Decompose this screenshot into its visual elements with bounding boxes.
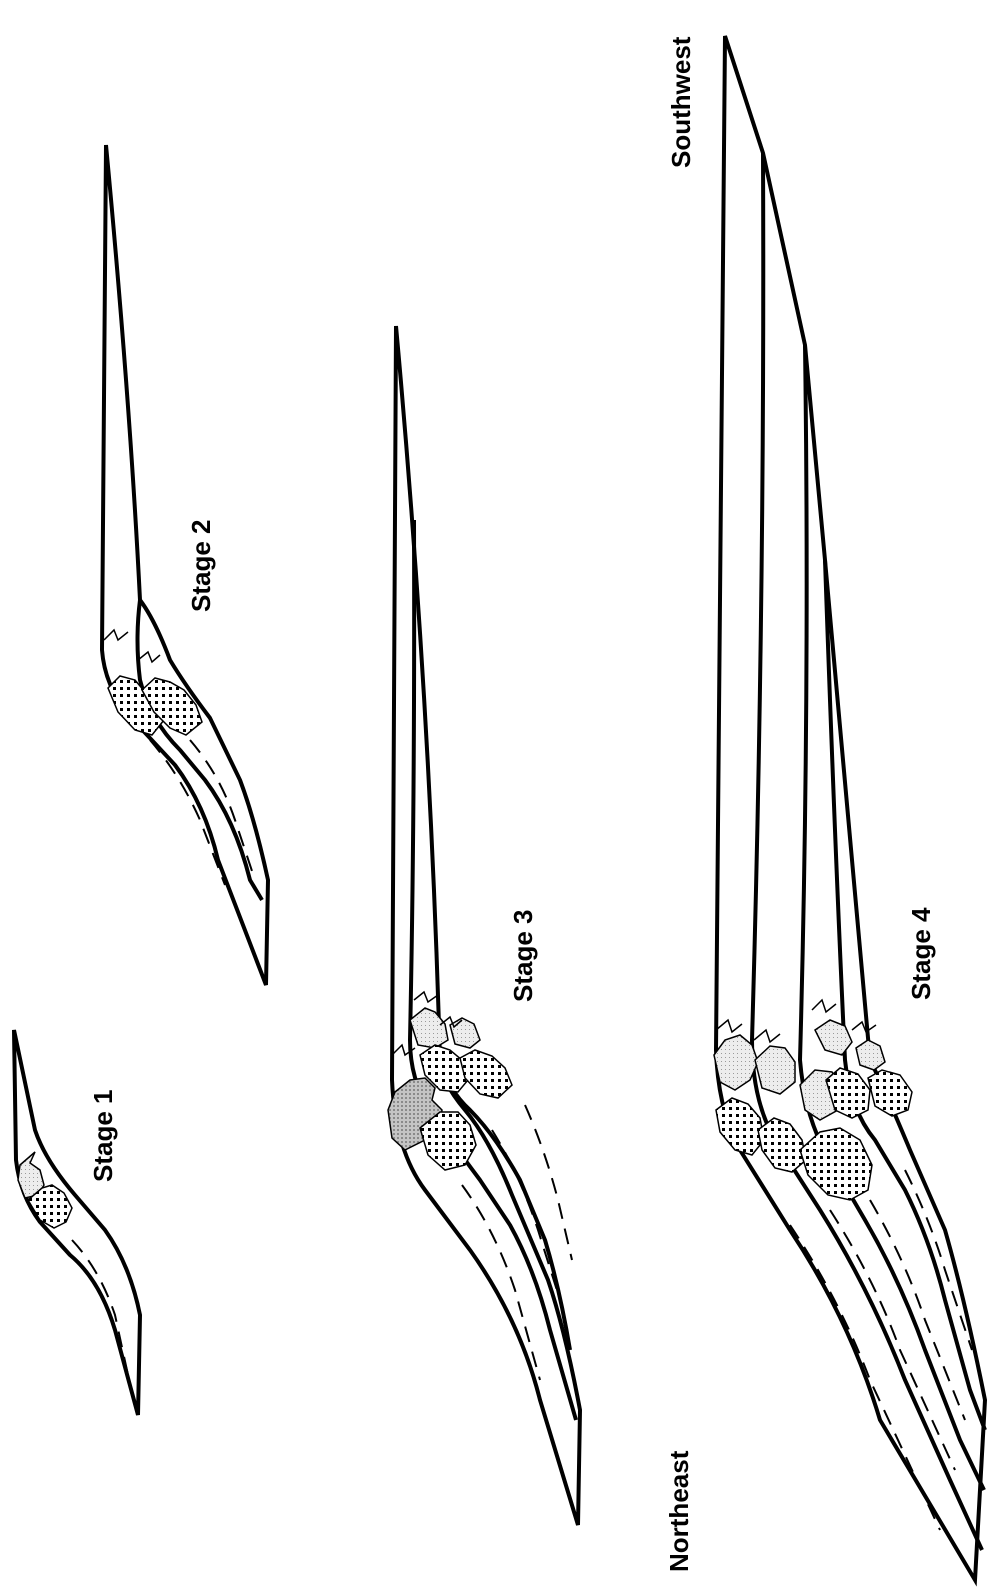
- northeast-label: Northeast: [664, 1450, 694, 1572]
- southwest-label: Southwest: [666, 36, 696, 168]
- stage-4-label: Stage 4: [906, 907, 936, 1000]
- stage-2-label: Stage 2: [186, 520, 216, 613]
- stage-3-section: [388, 326, 580, 1525]
- stage-3-margin-facies-b: [460, 1050, 512, 1098]
- stage-3-slope-dashes-c: [525, 1105, 572, 1260]
- stage-3-label: Stage 3: [508, 910, 538, 1003]
- stage-1-label: Stage 1: [88, 1090, 118, 1183]
- stage-1-section: [14, 1030, 140, 1415]
- stage-4-shelf-facies-e: [856, 1040, 885, 1070]
- stage-4-section: [714, 36, 985, 1580]
- stage-3-sequence: [392, 326, 580, 1525]
- stage-3-shelf-facies-b: [450, 1018, 480, 1048]
- stage-1-sequence: [14, 1030, 140, 1415]
- stage-2-section: [102, 145, 268, 985]
